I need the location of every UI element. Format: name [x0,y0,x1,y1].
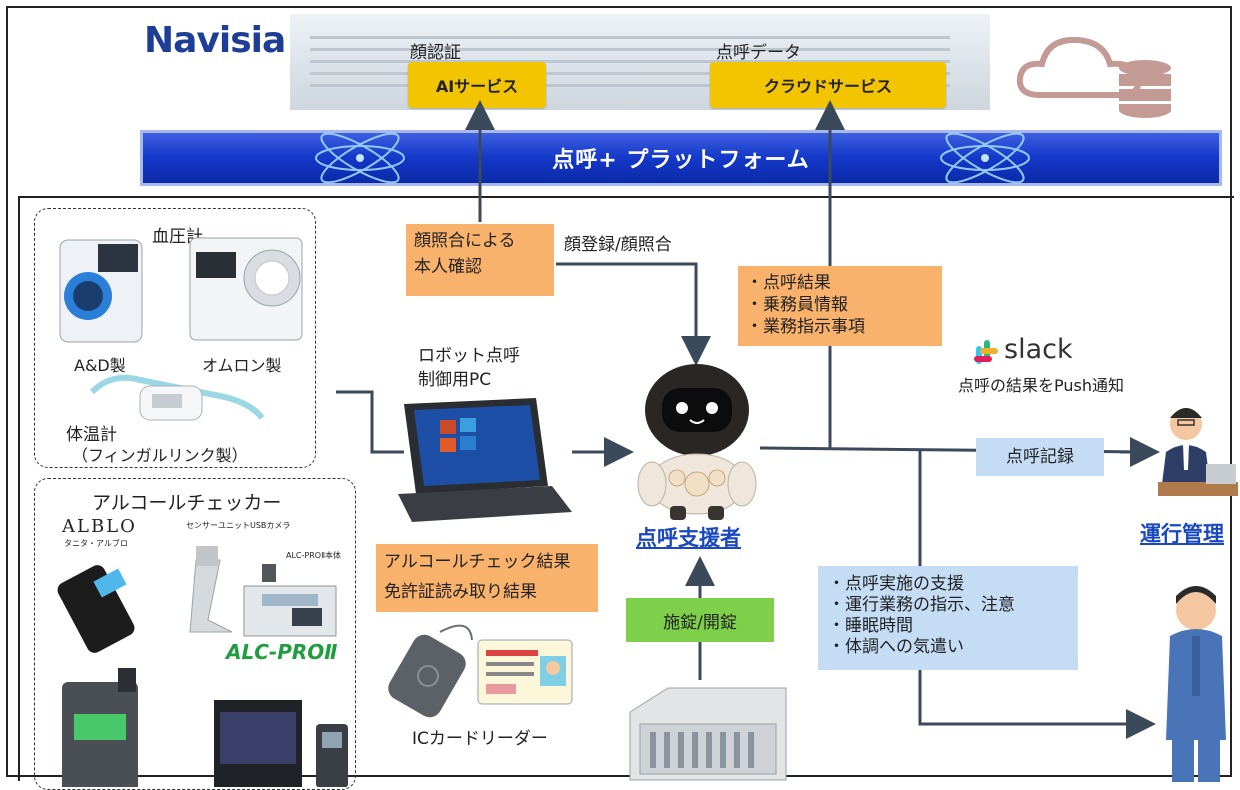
pc-caption-line-2: 制御用PC [418,370,492,390]
alcohol-checker-title: アルコールチェッカー [92,492,282,514]
face-check-line-1: 顔照合による [414,231,516,251]
lock-unlock-label: 施錠/開錠 [663,612,737,633]
slack-caption: 点呼の結果をPush通知 [958,376,1124,395]
cloud-caption: 点呼データ [716,43,801,63]
ic-reader-label: ICカードリーダー [412,729,548,749]
record-label: 点呼記録 [1006,447,1074,467]
sensor-unit-label: センサーユニット [186,521,250,530]
usb-camera-label: USBカメラ [250,521,291,530]
maker-omron-label: オムロン製 [202,356,282,375]
manager-link[interactable]: 運行管理 [1140,522,1224,546]
thermometer-maker: （フィンガルリンク製） [72,446,248,465]
platform-label: 点呼+ プラットフォーム [552,148,810,173]
alcohol-result-line-1: アルコールチェック結果 [384,552,571,572]
alc-pro-logo: ALC-PROⅡ [226,640,338,664]
navisia-logo: Navisia [144,20,286,61]
cloud-data-box: ・点呼結果 ・乗務員情報 ・業務指示事項 [738,266,942,346]
cloud-data-item-3: ・業務指示事項 [746,317,865,337]
outer-frame [6,6,1232,777]
pc-caption-line-1: ロボット点呼 [418,346,520,366]
vital-devices-panel [34,208,316,468]
support-item-1: ・点呼実施の支援 [828,574,964,594]
face-check-line-2: 本人確認 [414,257,482,277]
maker-ad-label: A&D製 [74,356,126,375]
pc-caption: ロボット点呼 制御用PC [418,344,520,392]
alc-main-label: ALC-PROⅡ本体 [286,551,342,560]
thermometer-title: 体温計 [66,425,117,445]
support-item-2: ・運行業務の指示、注意 [828,595,1015,615]
support-item-4: ・体調への気遣い [828,637,964,657]
face-register-label: 顔登録/顔照合 [564,235,672,255]
face-check-box: 顔照合による 本人確認 [406,224,554,296]
cloud-data-item-1: ・点呼結果 [746,273,831,293]
alblo-sub: タニタ・アルブロ [64,539,128,548]
record-box: 点呼記録 [976,438,1104,476]
inner-frame [18,196,1234,781]
alcohol-result-line-2: 免許証読み取り結果 [384,582,537,602]
slack-brand: slack [1004,334,1073,365]
robot-support-link[interactable]: 点呼支援者 [636,526,741,550]
alcohol-result-box: アルコールチェック結果 免許証読み取り結果 [376,544,598,612]
alblo-logo: ALBLO [62,516,137,537]
ai-caption: 顔認証 [410,43,461,63]
support-box: ・点呼実施の支援 ・運行業務の指示、注意 ・睡眠時間 ・体調への気遣い [818,566,1078,670]
lock-unlock-box: 施錠/開錠 [626,598,774,642]
platform-bar: 点呼+ プラットフォーム [140,130,1222,186]
cloud-data-item-2: ・乗務員情報 [746,295,848,315]
support-item-3: ・睡眠時間 [828,616,913,636]
